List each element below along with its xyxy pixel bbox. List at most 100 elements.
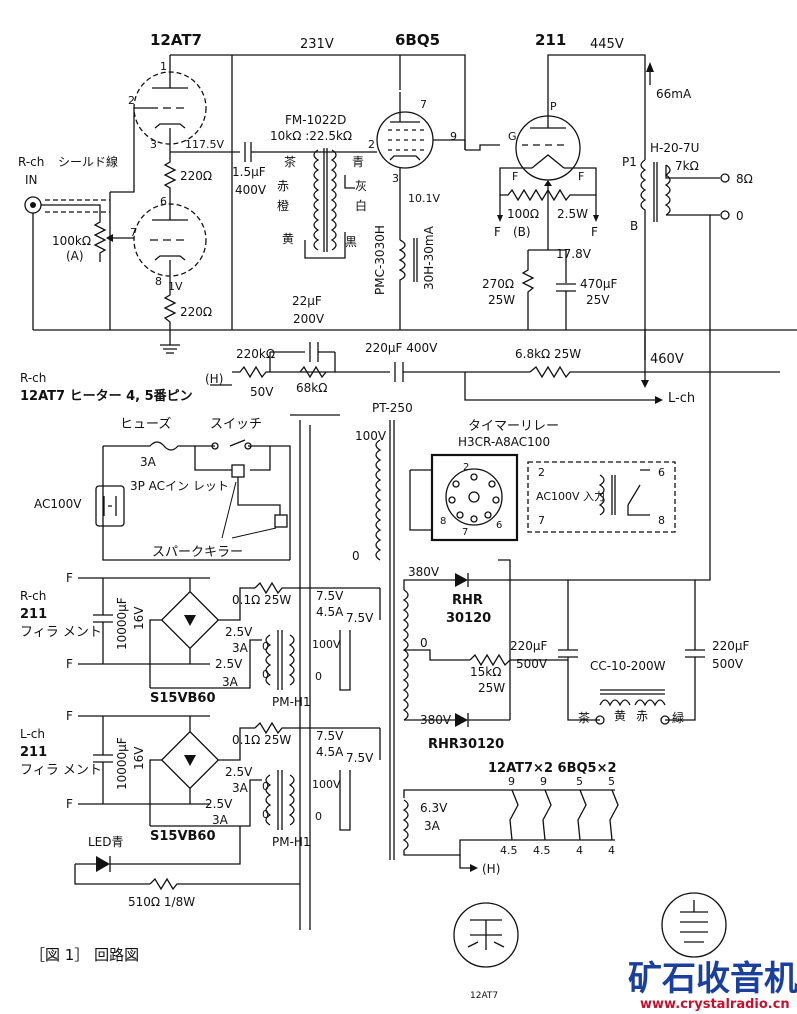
choke-green: 緑 bbox=[672, 710, 684, 725]
rail-231v: 231V bbox=[300, 37, 334, 52]
current-66ma: 66mA bbox=[656, 87, 692, 101]
fil-rch-label: フィラ メント bbox=[20, 625, 102, 640]
pin-8: 8 bbox=[155, 275, 162, 288]
timer-relay: タイマーリレー bbox=[468, 419, 559, 434]
t-7-5v-2: 7.5V bbox=[316, 729, 344, 743]
t-2-5vb: 2.5V bbox=[215, 657, 243, 671]
led-blue: LED青 bbox=[88, 835, 124, 849]
pt-250: PT-250 bbox=[372, 401, 413, 415]
watermark-cn: 矿石收音机 bbox=[628, 959, 797, 999]
relay-diag-2: 2 bbox=[538, 466, 545, 479]
hp-5a: 5 bbox=[576, 775, 583, 788]
fil-f1: F bbox=[66, 571, 73, 585]
pmh2-100v: 100V bbox=[312, 778, 341, 791]
relay-pin8: 8 bbox=[440, 516, 446, 527]
heater-h: (H) bbox=[205, 372, 223, 386]
h-3a: 3A bbox=[424, 819, 441, 833]
c-16v-2: 16V bbox=[132, 746, 146, 770]
pin-2-6bq5: 2 bbox=[368, 138, 375, 151]
opt-7k: 7kΩ bbox=[675, 159, 699, 173]
c-16v-1: 16V bbox=[132, 606, 146, 630]
volume-pot: 100kΩ bbox=[52, 234, 91, 248]
t-7-5v: 7.5V bbox=[316, 589, 344, 603]
pin-3: 3 bbox=[150, 138, 157, 151]
r-270: 270Ω bbox=[482, 277, 514, 291]
c-22uf-v: 200V bbox=[293, 312, 325, 326]
t-4-5a: 4.5A bbox=[316, 605, 344, 619]
pm-h1-2: PM-H1 bbox=[272, 835, 311, 849]
t-2-5v: 2.5V bbox=[225, 625, 253, 639]
f-2: F bbox=[591, 225, 598, 239]
rail-445v: 445V bbox=[590, 37, 624, 52]
timer-relay-box bbox=[430, 453, 519, 542]
c-470: 470μF bbox=[580, 277, 618, 291]
pmh-100v: 100V bbox=[312, 638, 341, 651]
h-6-3v: 6.3V bbox=[420, 801, 448, 815]
bridge-l bbox=[160, 730, 220, 790]
fil-lch-211: 211 bbox=[20, 745, 47, 760]
fuse-3a: 3A bbox=[140, 455, 157, 469]
r-15k-w: 25W bbox=[478, 681, 505, 695]
choke-pmc3030h: PMC-3030H bbox=[373, 225, 387, 295]
inlet-label: 3P ACイン レット bbox=[130, 479, 229, 493]
v-10-1: 10.1V bbox=[408, 192, 440, 205]
c-220uf-b-v: 500V bbox=[712, 657, 744, 671]
opt-b: B bbox=[630, 219, 638, 233]
c-10000-1: 10000μF bbox=[115, 597, 129, 650]
r-220k: 220kΩ bbox=[236, 347, 275, 361]
pmh2-0b: 0 bbox=[262, 808, 269, 821]
relay-pin2: 2 bbox=[463, 462, 469, 473]
spark-killer-label: スパークキラー bbox=[152, 545, 243, 560]
diode-rhr-b: 30120 bbox=[446, 611, 491, 626]
relay-diag-8: 8 bbox=[658, 514, 665, 527]
t-7-5vb: 7.5V bbox=[346, 611, 374, 625]
fil-f2: F bbox=[66, 657, 73, 671]
tube-12at7-label: 12AT7 bbox=[150, 31, 202, 49]
r-15k: 15kΩ bbox=[470, 665, 501, 679]
tube-6bq5-label: 6BQ5 bbox=[395, 31, 440, 49]
c-470-v: 25V bbox=[586, 293, 610, 307]
pt-0: 0 bbox=[352, 549, 360, 563]
pin-6: 6 bbox=[160, 195, 167, 208]
r-68k: 68kΩ bbox=[296, 381, 327, 395]
t-7-5vb-2: 7.5V bbox=[346, 751, 374, 765]
hp-4b: 4 bbox=[608, 844, 615, 857]
transformer-fm1022d: FM-1022D bbox=[285, 113, 346, 127]
label-lch: L-ch bbox=[668, 391, 695, 406]
tube-211-label: 211 bbox=[535, 31, 566, 49]
watermark-url: www.crystalradio.cn bbox=[640, 997, 790, 1012]
hp-9b: 9 bbox=[540, 775, 547, 788]
figure-caption: ［図 1］ 回路図 bbox=[30, 946, 139, 964]
v-380: 380V bbox=[408, 565, 440, 579]
out-0: 0 bbox=[736, 209, 744, 223]
transformer-ratio: 10kΩ :22.5kΩ bbox=[270, 129, 352, 143]
pin-2: 2 bbox=[128, 94, 135, 107]
pot-b: (B) bbox=[513, 225, 531, 239]
fuse-label: ヒューズ bbox=[120, 416, 171, 432]
base-12at7-label: 12AT7 bbox=[470, 991, 498, 1001]
wire-blue: 青 bbox=[352, 155, 364, 169]
wire-black: 黒 bbox=[345, 235, 357, 249]
pin-9-6bq5: 9 bbox=[450, 130, 457, 143]
v-380b: 380V bbox=[420, 713, 452, 727]
base-6bq5 bbox=[661, 892, 727, 958]
wire-brown: 茶 bbox=[284, 154, 296, 169]
c-220uf-a: 220μF bbox=[510, 639, 548, 653]
c-220uf-b: 220μF bbox=[712, 639, 750, 653]
relay-ac-in: AC100V 入力 bbox=[536, 490, 605, 503]
relay-diag-6: 6 bbox=[658, 466, 665, 479]
t-3a: 3A bbox=[232, 641, 249, 655]
pmh2-0a: 0 bbox=[262, 780, 269, 793]
pin-7-6bq5: 7 bbox=[420, 98, 427, 111]
pin-7: 7 bbox=[130, 226, 137, 239]
pt-100v: 100V bbox=[355, 429, 387, 443]
wire-orange: 橙 bbox=[277, 198, 289, 213]
relay-diagram-box bbox=[527, 461, 676, 533]
fil-rch-211: 211 bbox=[20, 607, 47, 622]
hp-45a: 4.5 bbox=[500, 844, 518, 857]
fil-rch: R-ch bbox=[20, 589, 46, 603]
t-3ab-2: 3A bbox=[212, 813, 229, 827]
input-in: IN bbox=[25, 173, 38, 187]
f-1: F bbox=[494, 225, 501, 239]
